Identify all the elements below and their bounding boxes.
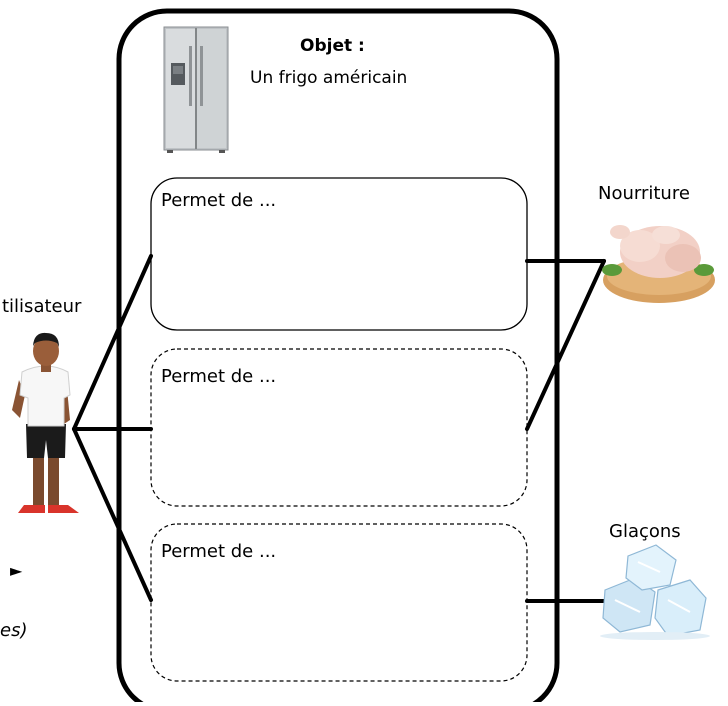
food-label: Nourriture: [598, 183, 690, 204]
function-label-2[interactable]: Permet de ...: [161, 366, 277, 387]
link-user-box1: [72, 254, 153, 431]
function-box-3: [150, 523, 528, 682]
object-name: Un frigo américain: [250, 68, 408, 88]
cut-off-text: es): [0, 620, 28, 641]
function-label-1[interactable]: Permet de ...: [161, 190, 277, 211]
object-heading: Objet :: [300, 36, 365, 56]
link-box2-food: [525, 259, 606, 431]
refrigerator-icon: [163, 26, 229, 153]
function-label-3[interactable]: Permet de ...: [161, 541, 277, 562]
user-label: tilisateur: [2, 296, 82, 317]
person-icon: [12, 332, 79, 513]
link-user-box3: [72, 427, 153, 602]
roast-chicken-icon: [602, 225, 715, 303]
connection-lines: [72, 254, 606, 603]
ice-cubes-icon: [600, 544, 710, 640]
arrow-mark: ►: [10, 561, 23, 580]
ice-label: Glaçons: [609, 521, 681, 542]
